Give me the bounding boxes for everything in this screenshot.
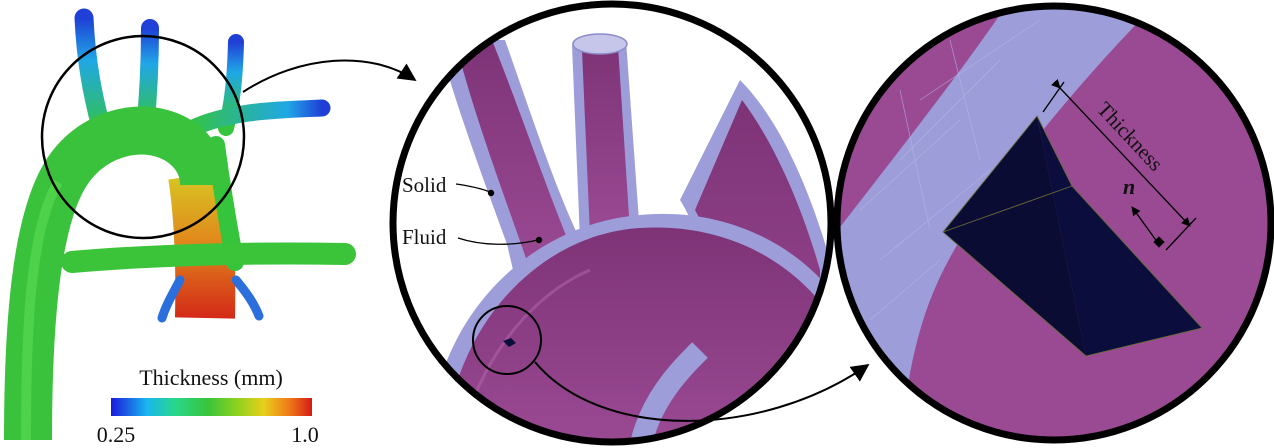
- solid-leader-dot: [488, 190, 494, 196]
- lower-right-small-vessel: [236, 280, 259, 316]
- middle-branch-opening: [573, 34, 627, 54]
- colorbar-min-label: 0.25: [97, 422, 136, 447]
- lower-horizontal-vessel: [72, 253, 345, 262]
- fluid-label: Fluid: [402, 225, 447, 249]
- normal-label: n: [1123, 174, 1135, 199]
- fluid-leader-dot: [536, 237, 542, 243]
- middle-zoom-panel: Solid Fluid: [390, 0, 850, 448]
- colorbar-title: Thickness (mm): [139, 365, 283, 390]
- colorbar-max-label: 1.0: [291, 422, 319, 447]
- right-zoom-panel: Thickness n: [830, 0, 1274, 448]
- solid-label: Solid: [402, 173, 447, 197]
- upper-horizontal-vessel: [185, 108, 322, 132]
- colorbar: Thickness (mm) 0.25 1.0: [97, 365, 319, 447]
- zoom-arrow-1: [243, 60, 415, 92]
- colorbar-gradient-bar: [111, 398, 312, 416]
